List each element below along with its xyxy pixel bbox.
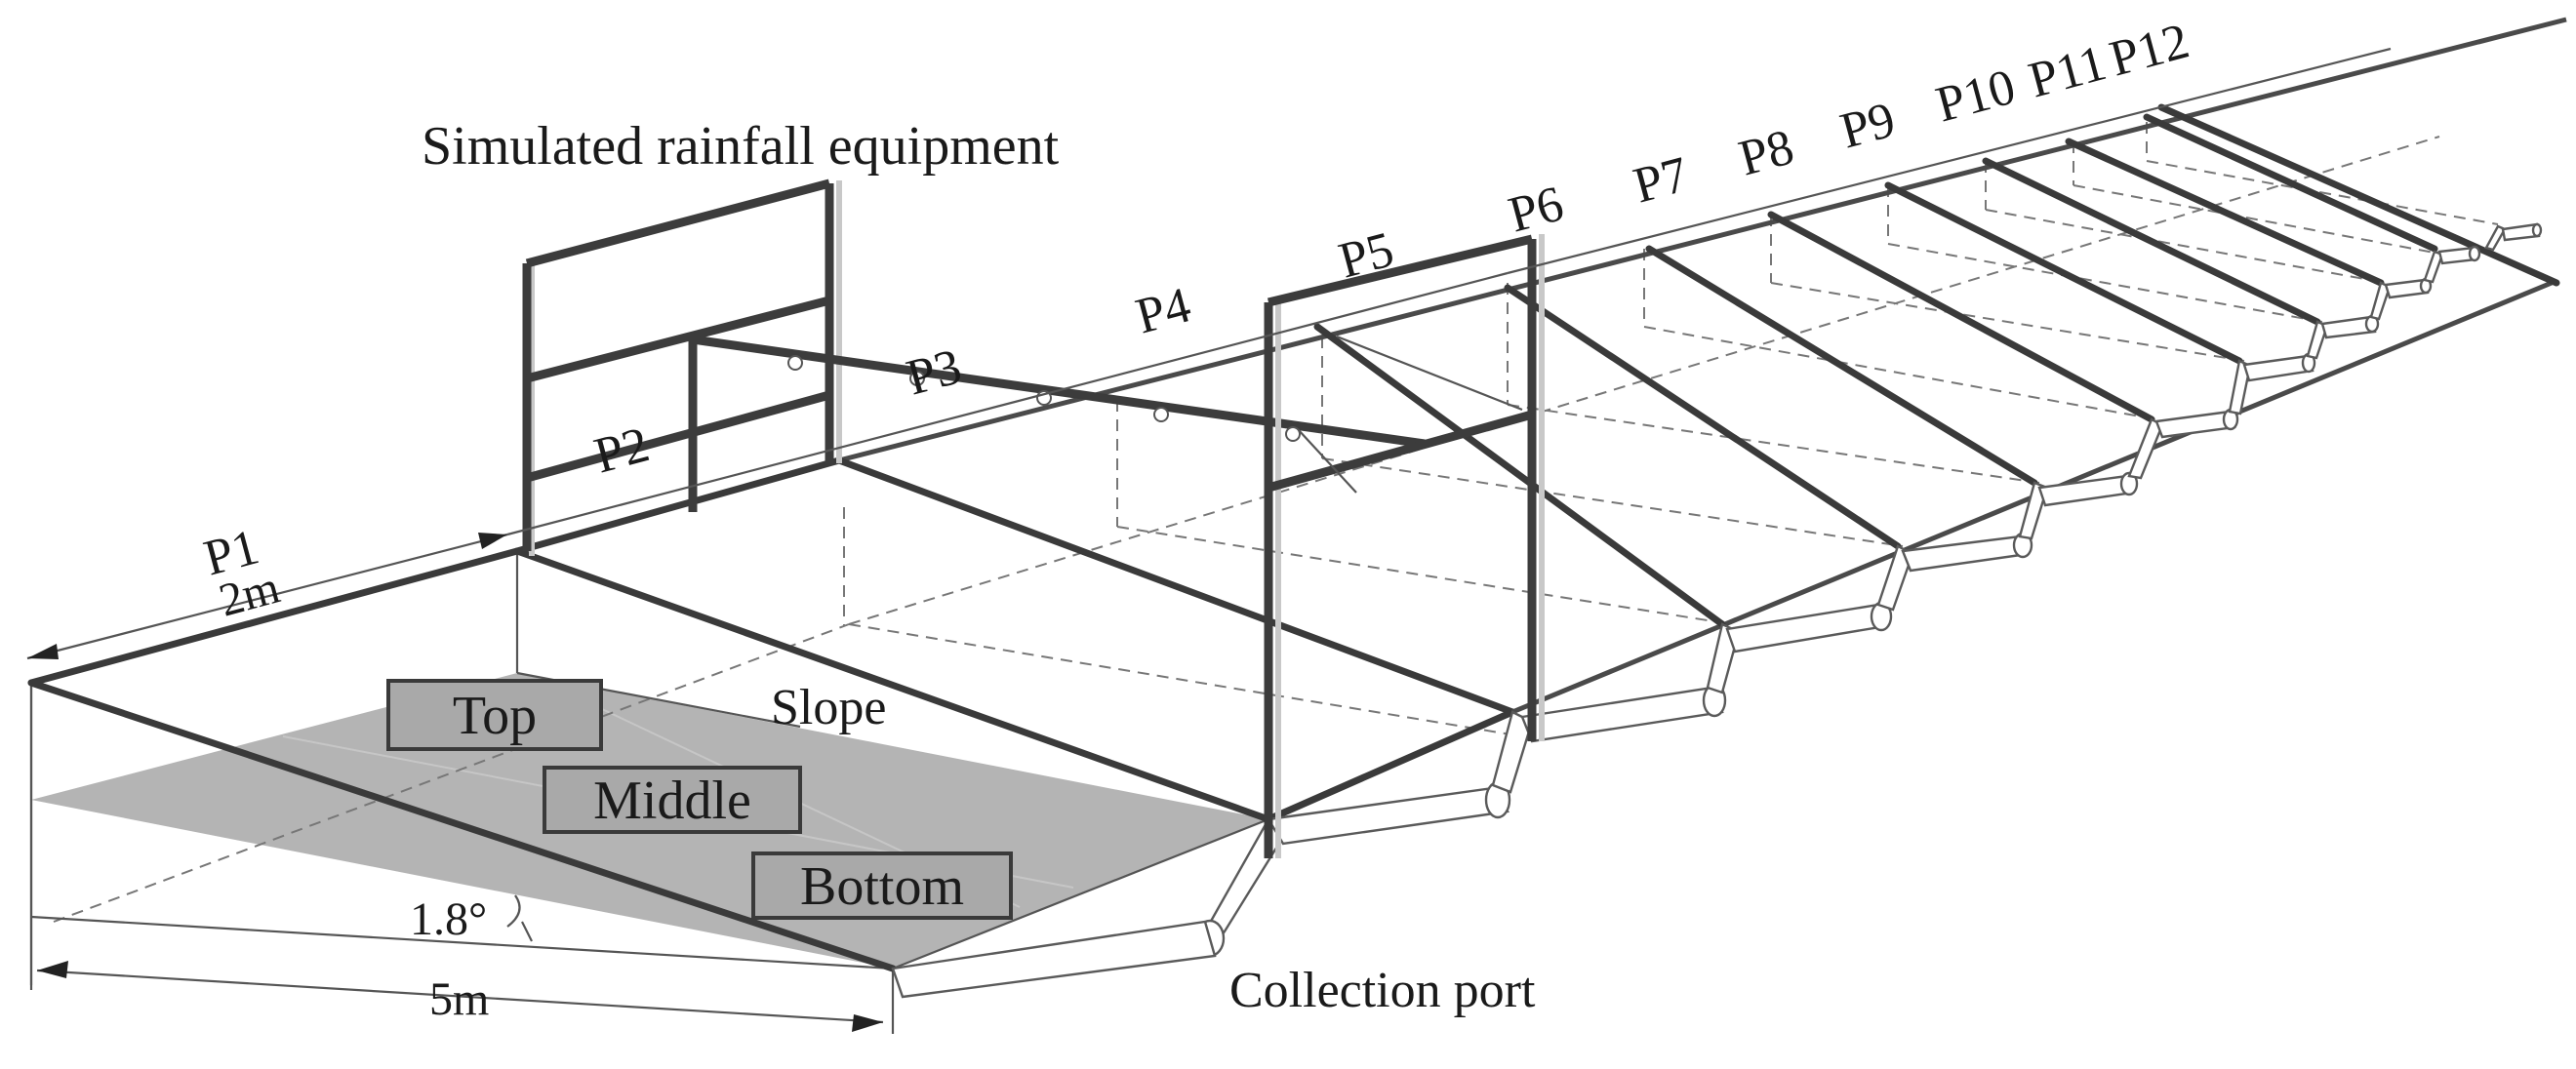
hidden-base-lines [53, 122, 2499, 923]
plot-label-p7: P7 [1628, 146, 1694, 214]
angle-label: 1.8° [410, 893, 487, 945]
rainfall-frame-left [522, 178, 1426, 556]
zone-middle-box [543, 766, 802, 834]
zone-bottom: Bottom [751, 851, 1013, 920]
plot-label-p5: P5 [1333, 221, 1399, 289]
dimension-2m [26, 47, 2392, 660]
collection-pipes [891, 222, 2543, 999]
plot-frame-edges [27, 17, 2567, 972]
zone-top-box [386, 679, 603, 751]
angle-marker [506, 894, 521, 928]
plot-label-p12: P12 [2104, 14, 2194, 88]
plot-label-p9: P9 [1834, 92, 1901, 159]
zone-bottom-label: Bottom [800, 856, 964, 917]
plot-label-p4: P4 [1130, 277, 1196, 344]
rainfall-nozzles [787, 355, 1301, 442]
zone-top: Top [386, 679, 603, 751]
plot-label-p2: P2 [588, 416, 655, 484]
zone-bottom-box [751, 851, 1013, 920]
plot-label-p11: P11 [2023, 35, 2112, 109]
plot-label-p8: P8 [1733, 119, 1799, 186]
rainfall-equipment-label: Simulated rainfall equipment [422, 116, 1060, 177]
collection-port-label: Collection port [1229, 963, 1536, 1018]
dimension-5m [36, 961, 884, 1032]
zone-middle: Middle [543, 766, 802, 834]
plot-label-p10: P10 [1930, 59, 2021, 134]
base-outline [29, 551, 1269, 1034]
slope-label: Slope [771, 680, 886, 735]
plot-label-p6: P6 [1503, 176, 1569, 243]
zone-middle-label: Middle [593, 771, 751, 831]
zone-top-label: Top [453, 686, 537, 746]
plot-label-p3: P3 [901, 338, 967, 406]
rainfall-frame-right [1264, 234, 1545, 858]
length-5m-label: 5m [429, 973, 489, 1025]
